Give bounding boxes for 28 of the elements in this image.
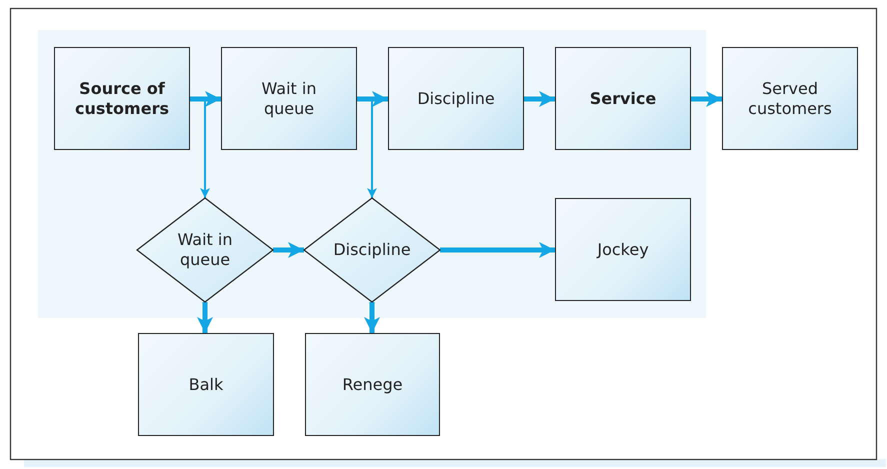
process-box	[221, 47, 357, 150]
node-label: Jockey	[597, 240, 649, 260]
process-box	[305, 333, 440, 436]
process-box	[388, 47, 524, 150]
node-label: Discipline	[417, 88, 495, 108]
arrow	[524, 91, 555, 107]
arrow	[273, 242, 304, 258]
node-label: Served customers	[747, 78, 833, 118]
node-label: Balk	[188, 374, 224, 394]
decision-diamond	[304, 198, 440, 302]
arrow	[440, 242, 555, 258]
process-box	[54, 47, 190, 150]
node-label: Discipline	[333, 240, 411, 260]
node-label: Wait in queue	[260, 78, 318, 118]
arrow	[364, 302, 380, 333]
process-box	[555, 47, 691, 150]
node-label: Wait in queue	[176, 230, 234, 270]
process-box	[555, 198, 691, 301]
decision-diamond	[137, 198, 273, 302]
arrow	[357, 91, 388, 107]
node-label: Service	[590, 88, 656, 108]
process-box	[722, 47, 858, 150]
process-box	[138, 333, 274, 436]
arrow	[197, 302, 213, 333]
node-label: Renege	[342, 374, 403, 394]
arrow	[691, 91, 722, 107]
arrow	[190, 91, 221, 107]
node-label: Source of customers	[74, 78, 170, 118]
